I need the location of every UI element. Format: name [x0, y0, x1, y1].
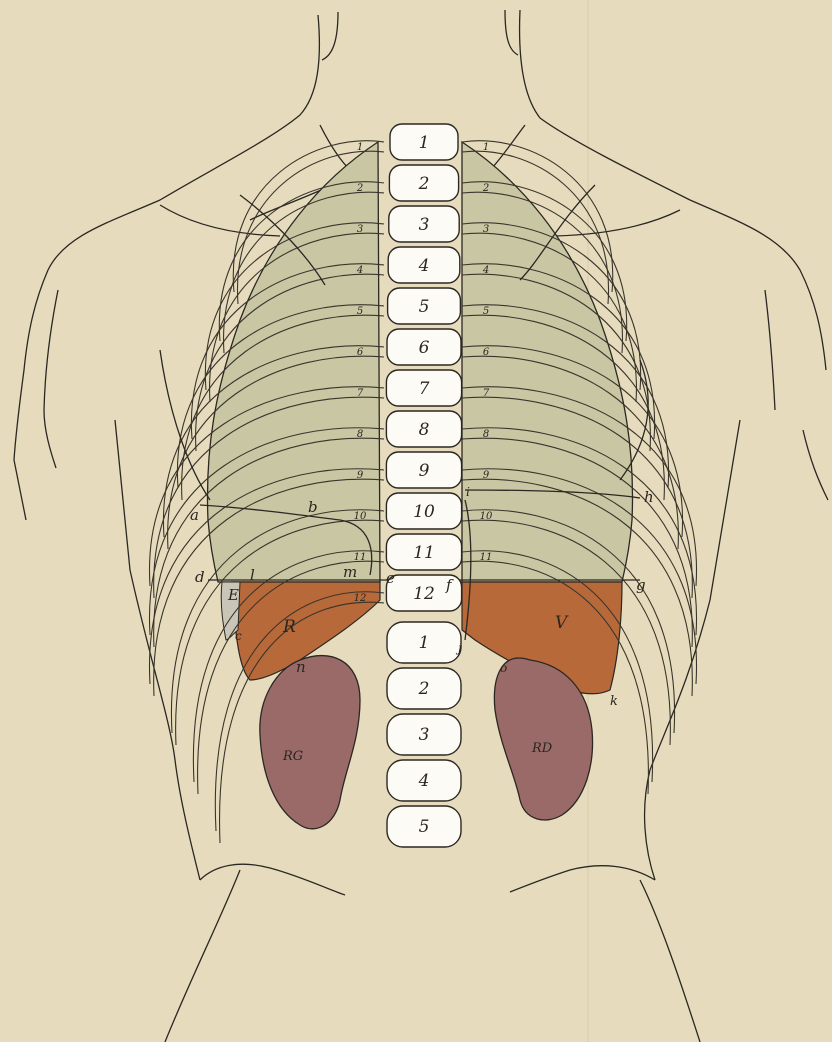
- vertebra-number: 4: [418, 256, 430, 276]
- label-g: g: [636, 576, 646, 594]
- rib-number: 3: [357, 224, 363, 235]
- vertebra-number: 3: [419, 215, 430, 235]
- lumbar-vertebra-1: 1: [387, 622, 461, 663]
- vertebra-number: 8: [419, 420, 430, 440]
- rib-number: 6: [483, 347, 490, 358]
- vertebra-number: 2: [418, 174, 430, 194]
- thoracic-vertebra-9: 9: [386, 452, 461, 488]
- label-o: o: [500, 661, 507, 675]
- label-E: E: [227, 586, 239, 604]
- rib-number: 1: [357, 142, 363, 153]
- rib-number: 11: [354, 552, 367, 563]
- thoracic-vertebra-8: 8: [386, 411, 461, 447]
- thoracic-vertebra-3: 3: [389, 206, 459, 242]
- lumbar-vertebra-4: 4: [387, 760, 461, 801]
- label-l: l: [250, 566, 255, 584]
- rib-number: 4: [482, 265, 489, 276]
- thoracic-vertebra-10: 10: [386, 493, 461, 529]
- vertebra-number: 12: [413, 584, 435, 604]
- thoracic-vertebra-4: 4: [388, 247, 460, 283]
- label-k: k: [610, 694, 618, 709]
- label-V: V: [555, 613, 569, 633]
- label-e: e: [386, 569, 395, 587]
- spine: 12345678910111212345: [386, 124, 461, 847]
- rib-number: 3: [483, 224, 489, 235]
- vertebra-number: 4: [418, 771, 430, 791]
- thoracic-vertebra-6: 6: [387, 329, 461, 365]
- vertebra-number: 2: [418, 679, 430, 699]
- vertebra-number: 9: [419, 461, 430, 481]
- label-n: n: [296, 658, 306, 676]
- rib-number: 6: [357, 347, 364, 358]
- lumbar-vertebra-5: 5: [387, 806, 461, 847]
- vertebra-number: 11: [413, 543, 435, 563]
- vertebra-number: 10: [413, 502, 435, 522]
- thoracic-vertebra-11: 11: [386, 534, 461, 570]
- rib-number: 9: [483, 470, 490, 481]
- rib-number: 10: [480, 511, 493, 522]
- vertebra-number: 1: [419, 633, 430, 653]
- rib-number: 5: [483, 306, 489, 317]
- rib-number: 8: [357, 429, 363, 440]
- lumbar-vertebra-2: 2: [387, 668, 461, 709]
- label-a: a: [190, 506, 199, 524]
- rib-number: 8: [483, 429, 489, 440]
- vertebra-number: 7: [419, 379, 430, 399]
- label-i: i: [466, 485, 470, 499]
- rib-number: 2: [356, 183, 363, 194]
- rib-number: 11: [480, 552, 493, 563]
- label-RD: RD: [531, 741, 553, 756]
- vertebra-number: 3: [419, 725, 430, 745]
- vertebra-number: 1: [419, 133, 430, 153]
- rib-number: 12: [354, 593, 367, 604]
- label-c: c: [235, 629, 242, 643]
- rib-number: 5: [357, 306, 363, 317]
- lumbar-vertebra-3: 3: [387, 714, 461, 755]
- label-RG: RG: [282, 749, 303, 764]
- thoracic-vertebra-7: 7: [386, 370, 461, 406]
- thoracic-vertebra-1: 1: [390, 124, 458, 160]
- rib-number: 7: [483, 388, 490, 399]
- thoracic-vertebra-2: 2: [389, 165, 458, 201]
- thoracic-vertebra-5: 5: [388, 288, 461, 324]
- label-b: b: [308, 498, 318, 516]
- vertebra-number: 6: [419, 338, 430, 358]
- label-d: d: [195, 568, 205, 586]
- label-h: h: [644, 488, 654, 506]
- vertebra-number: 5: [419, 297, 430, 317]
- rib-number: 9: [357, 470, 364, 481]
- label-m: m: [343, 563, 357, 581]
- label-R: R: [282, 617, 296, 637]
- vertebra-number: 5: [419, 817, 430, 837]
- rib-number: 1: [483, 142, 489, 153]
- rib-number: 7: [357, 388, 364, 399]
- rib-number: 10: [354, 511, 367, 522]
- rib-number: 4: [356, 265, 363, 276]
- rib-number: 2: [482, 183, 489, 194]
